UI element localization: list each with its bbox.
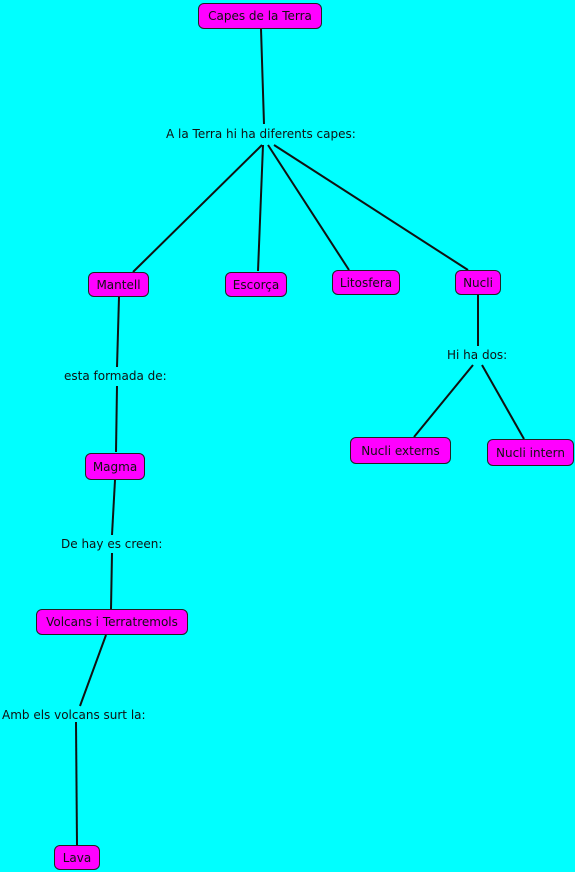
link-magma-to-phrase [111, 479, 116, 536]
concept-litosfera[interactable]: Litosfera [332, 270, 400, 295]
concept-lava[interactable]: Lava [54, 845, 100, 870]
phrase-surt-la: Amb els volcans surt la: [1, 708, 147, 722]
link-phrase-to-volcans [110, 552, 113, 610]
concept-nucli-externs[interactable]: Nucli externs [350, 437, 451, 464]
link-phrase-to-nucli [273, 144, 469, 271]
link-capes-to-phrase [260, 28, 265, 125]
concept-capes-de-la-terra[interactable]: Capes de la Terra [198, 3, 322, 29]
link-phrase-to-magma [115, 385, 118, 453]
phrase-diferents-capes: A la Terra hi ha diferents capes: [165, 127, 357, 141]
concept-magma[interactable]: Magma [85, 453, 145, 480]
link-phrase-to-nucli-intern [481, 364, 525, 440]
concept-nucli-intern[interactable]: Nucli intern [487, 439, 574, 466]
phrase-es-creen: De hay es creen: [60, 537, 164, 551]
link-volcans-to-phrase [79, 634, 107, 707]
link-phrase-to-litosfera [267, 144, 350, 271]
concept-mantell[interactable]: Mantell [88, 272, 149, 297]
concept-volcans-i-terratremols[interactable]: Volcans i Terratremols [36, 609, 188, 635]
link-phrase-to-mantell [132, 144, 263, 273]
link-mantell-to-phrase [116, 296, 120, 368]
phrase-formada-de: esta formada de: [63, 369, 168, 383]
link-phrase-to-escorca [257, 144, 264, 272]
concept-escorca[interactable]: Escorça [225, 272, 287, 297]
phrase-hi-ha-dos: Hi ha dos: [446, 348, 509, 362]
concept-nucli[interactable]: Nucli [455, 270, 501, 295]
link-phrase-to-nucli-extern [413, 364, 474, 438]
link-phrase-to-lava [75, 721, 78, 846]
